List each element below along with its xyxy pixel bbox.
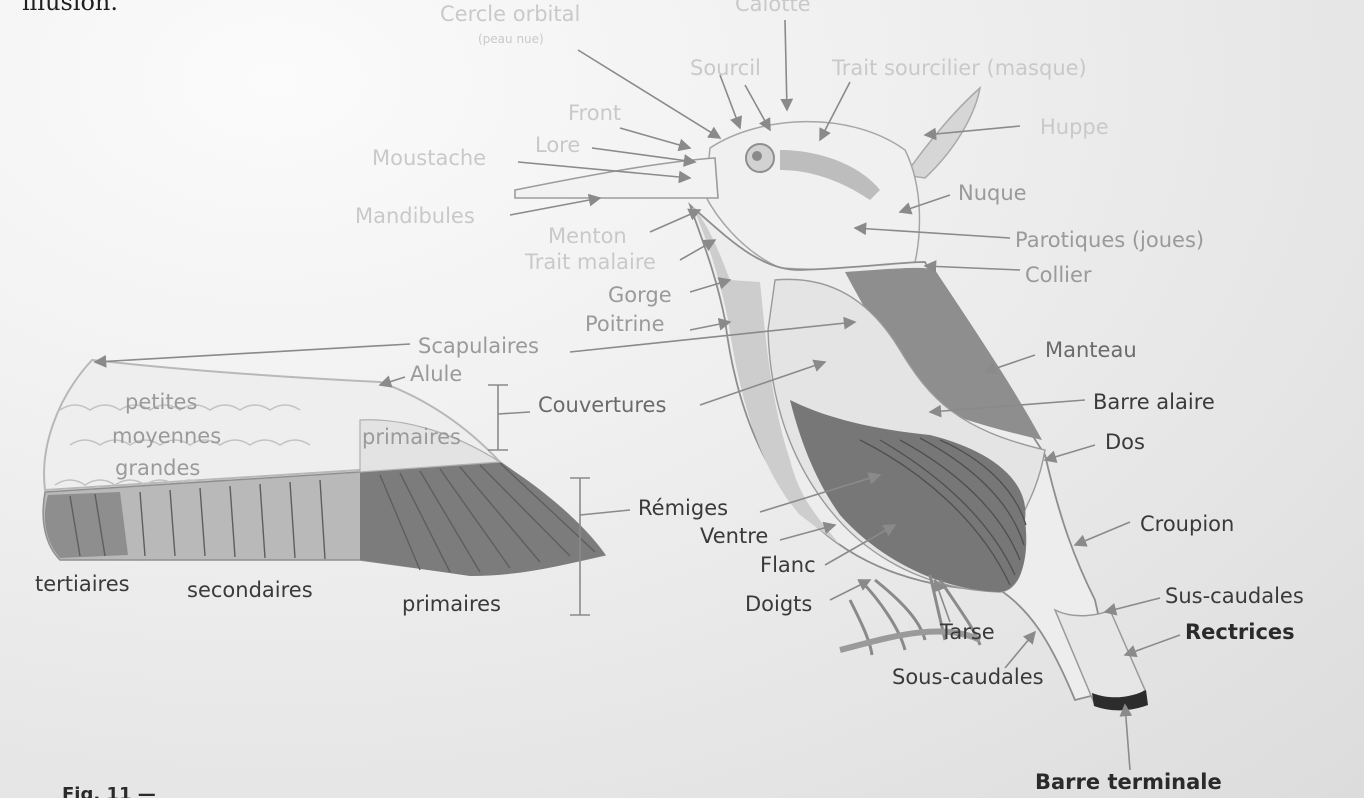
label-collier: Collier xyxy=(1025,265,1092,286)
label-menton: Menton xyxy=(548,226,627,247)
label-sourcil: Sourcil xyxy=(690,58,761,79)
label-parotiques: Parotiques (joues) xyxy=(1015,230,1204,251)
label-moustache: Moustache xyxy=(372,148,486,169)
label-trait-malaire: Trait malaire xyxy=(525,252,656,273)
label-scapulaires: Scapulaires xyxy=(418,336,539,357)
label-couvertures: Couvertures xyxy=(538,395,666,416)
header-text-fragment: illusion. xyxy=(22,0,118,14)
label-poitrine: Poitrine xyxy=(585,314,665,335)
label-barre-alaire: Barre alaire xyxy=(1093,392,1215,413)
label-sus-caudales: Sus-caudales xyxy=(1165,586,1304,607)
wing-primaries-dark xyxy=(360,462,605,576)
label-sous-caudales: Sous-caudales xyxy=(892,667,1044,688)
label-gorge: Gorge xyxy=(608,285,672,306)
label-manteau: Manteau xyxy=(1045,340,1137,361)
wing-tertials-dark xyxy=(45,492,128,558)
label-trait-sourcilier: Trait sourcilier (masque) xyxy=(832,58,1087,79)
label-lore: Lore xyxy=(535,135,580,156)
label-flanc: Flanc xyxy=(760,555,816,576)
label-front: Front xyxy=(568,103,621,124)
label-cercle-orbital-sub: (peau nue) xyxy=(478,33,544,45)
label-alule: Alule xyxy=(410,364,462,385)
label-cercle-orbital: Cercle orbital xyxy=(440,4,580,25)
label-grandes: grandes xyxy=(115,458,200,479)
label-huppe: Huppe xyxy=(1040,117,1109,138)
label-croupion: Croupion xyxy=(1140,514,1234,535)
label-secondaires: secondaires xyxy=(187,580,313,601)
bird-pupil xyxy=(752,151,762,161)
label-tertiaires: tertiaires xyxy=(35,574,130,595)
label-mandibules: Mandibules xyxy=(355,206,475,227)
label-petites: petites xyxy=(125,392,197,413)
label-tarse: Tarse xyxy=(940,622,995,643)
label-primaires: primaires xyxy=(402,594,501,615)
label-barre-terminale: Barre terminale xyxy=(1035,772,1222,793)
label-remiges: Rémiges xyxy=(638,498,728,519)
label-doigts: Doigts xyxy=(745,594,812,615)
label-dos: Dos xyxy=(1105,432,1145,453)
footer-text-fragment: Fig. 11 — xyxy=(62,786,156,798)
label-calotte: Calotte xyxy=(735,0,811,15)
label-moyennes: moyennes xyxy=(112,426,221,447)
label-rectrices: Rectrices xyxy=(1185,622,1295,643)
label-primaires-couvertures: primaires xyxy=(362,427,461,448)
label-nuque: Nuque xyxy=(958,183,1027,204)
label-ventre: Ventre xyxy=(700,526,768,547)
